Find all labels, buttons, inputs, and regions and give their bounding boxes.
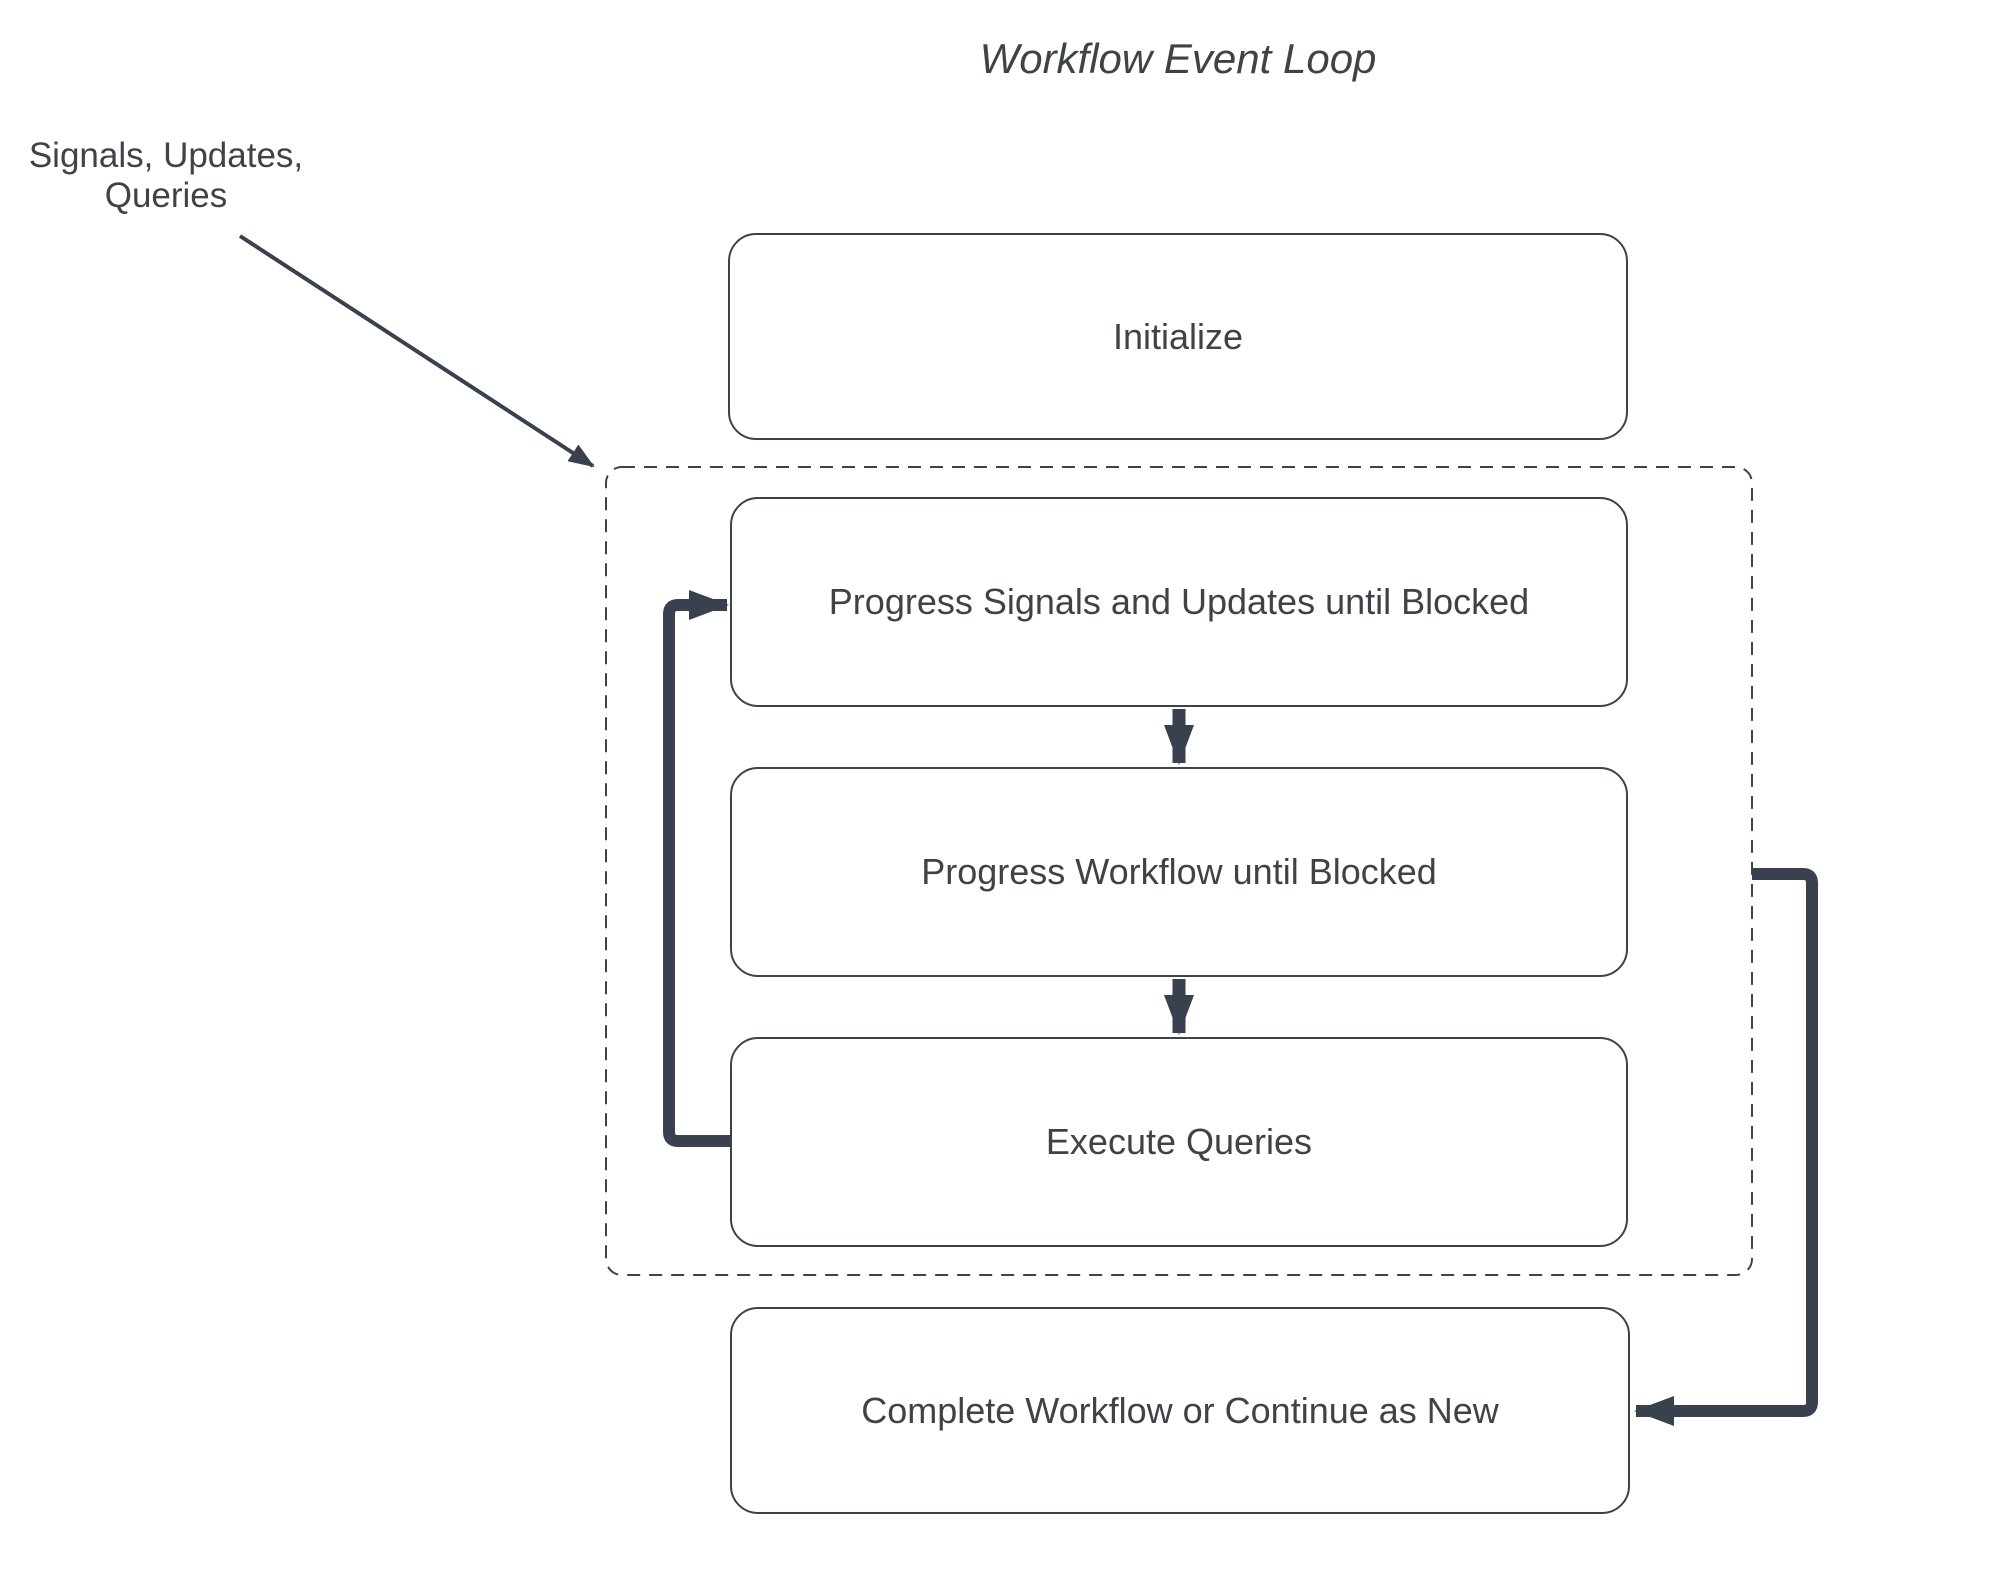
- diagram-title: Workflow Event Loop: [979, 35, 1377, 82]
- node-execute-queries: Execute Queries: [730, 1037, 1628, 1247]
- node-progress-workflow: Progress Workflow until Blocked: [730, 767, 1628, 977]
- node-progress-workflow-label: Progress Workflow until Blocked: [921, 851, 1437, 892]
- connector-execute-queries-loop-back-arrow: [663, 590, 730, 1147]
- node-initialize-label: Initialize: [1112, 315, 1244, 357]
- node-complete-label: Complete Workflow or Continue as New: [861, 1389, 1499, 1431]
- connector-loop-to-complete-arrow: [1634, 868, 1818, 1426]
- node-progress-signals-label: Progress Signals and Updates until Block…: [828, 581, 1530, 622]
- node-complete: Complete Workflow or Continue as New: [730, 1307, 1630, 1514]
- node-initialize: Initialize: [728, 233, 1628, 440]
- node-execute-queries-label: Execute Queries: [1045, 1121, 1313, 1162]
- node-progress-signals: Progress Signals and Updates until Block…: [730, 497, 1628, 707]
- external-input-label: Signals, Updates, Queries: [28, 136, 304, 215]
- connector-signals-to-loop-arrow: [238, 234, 595, 468]
